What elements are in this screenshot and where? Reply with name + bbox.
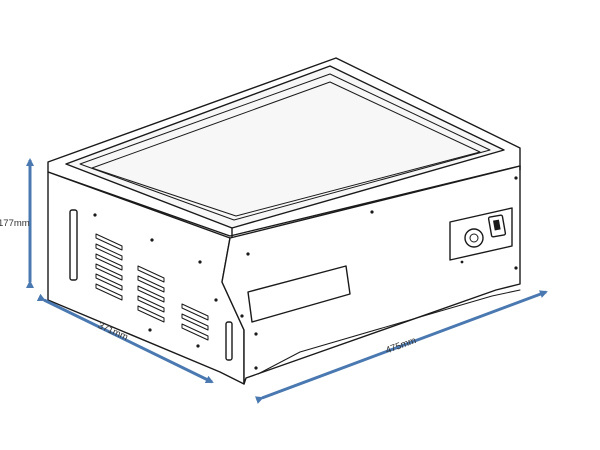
power-switch[interactable] (487, 214, 507, 238)
depth-arrow (36, 293, 214, 384)
left-vertical-slot (69, 209, 78, 281)
width-arrow (254, 290, 548, 404)
height-label: 177mm (0, 218, 30, 229)
control-knob[interactable] (464, 228, 484, 248)
width-label: 475mm (384, 335, 418, 356)
side-slot-small (225, 321, 233, 361)
control-panel (449, 207, 513, 261)
